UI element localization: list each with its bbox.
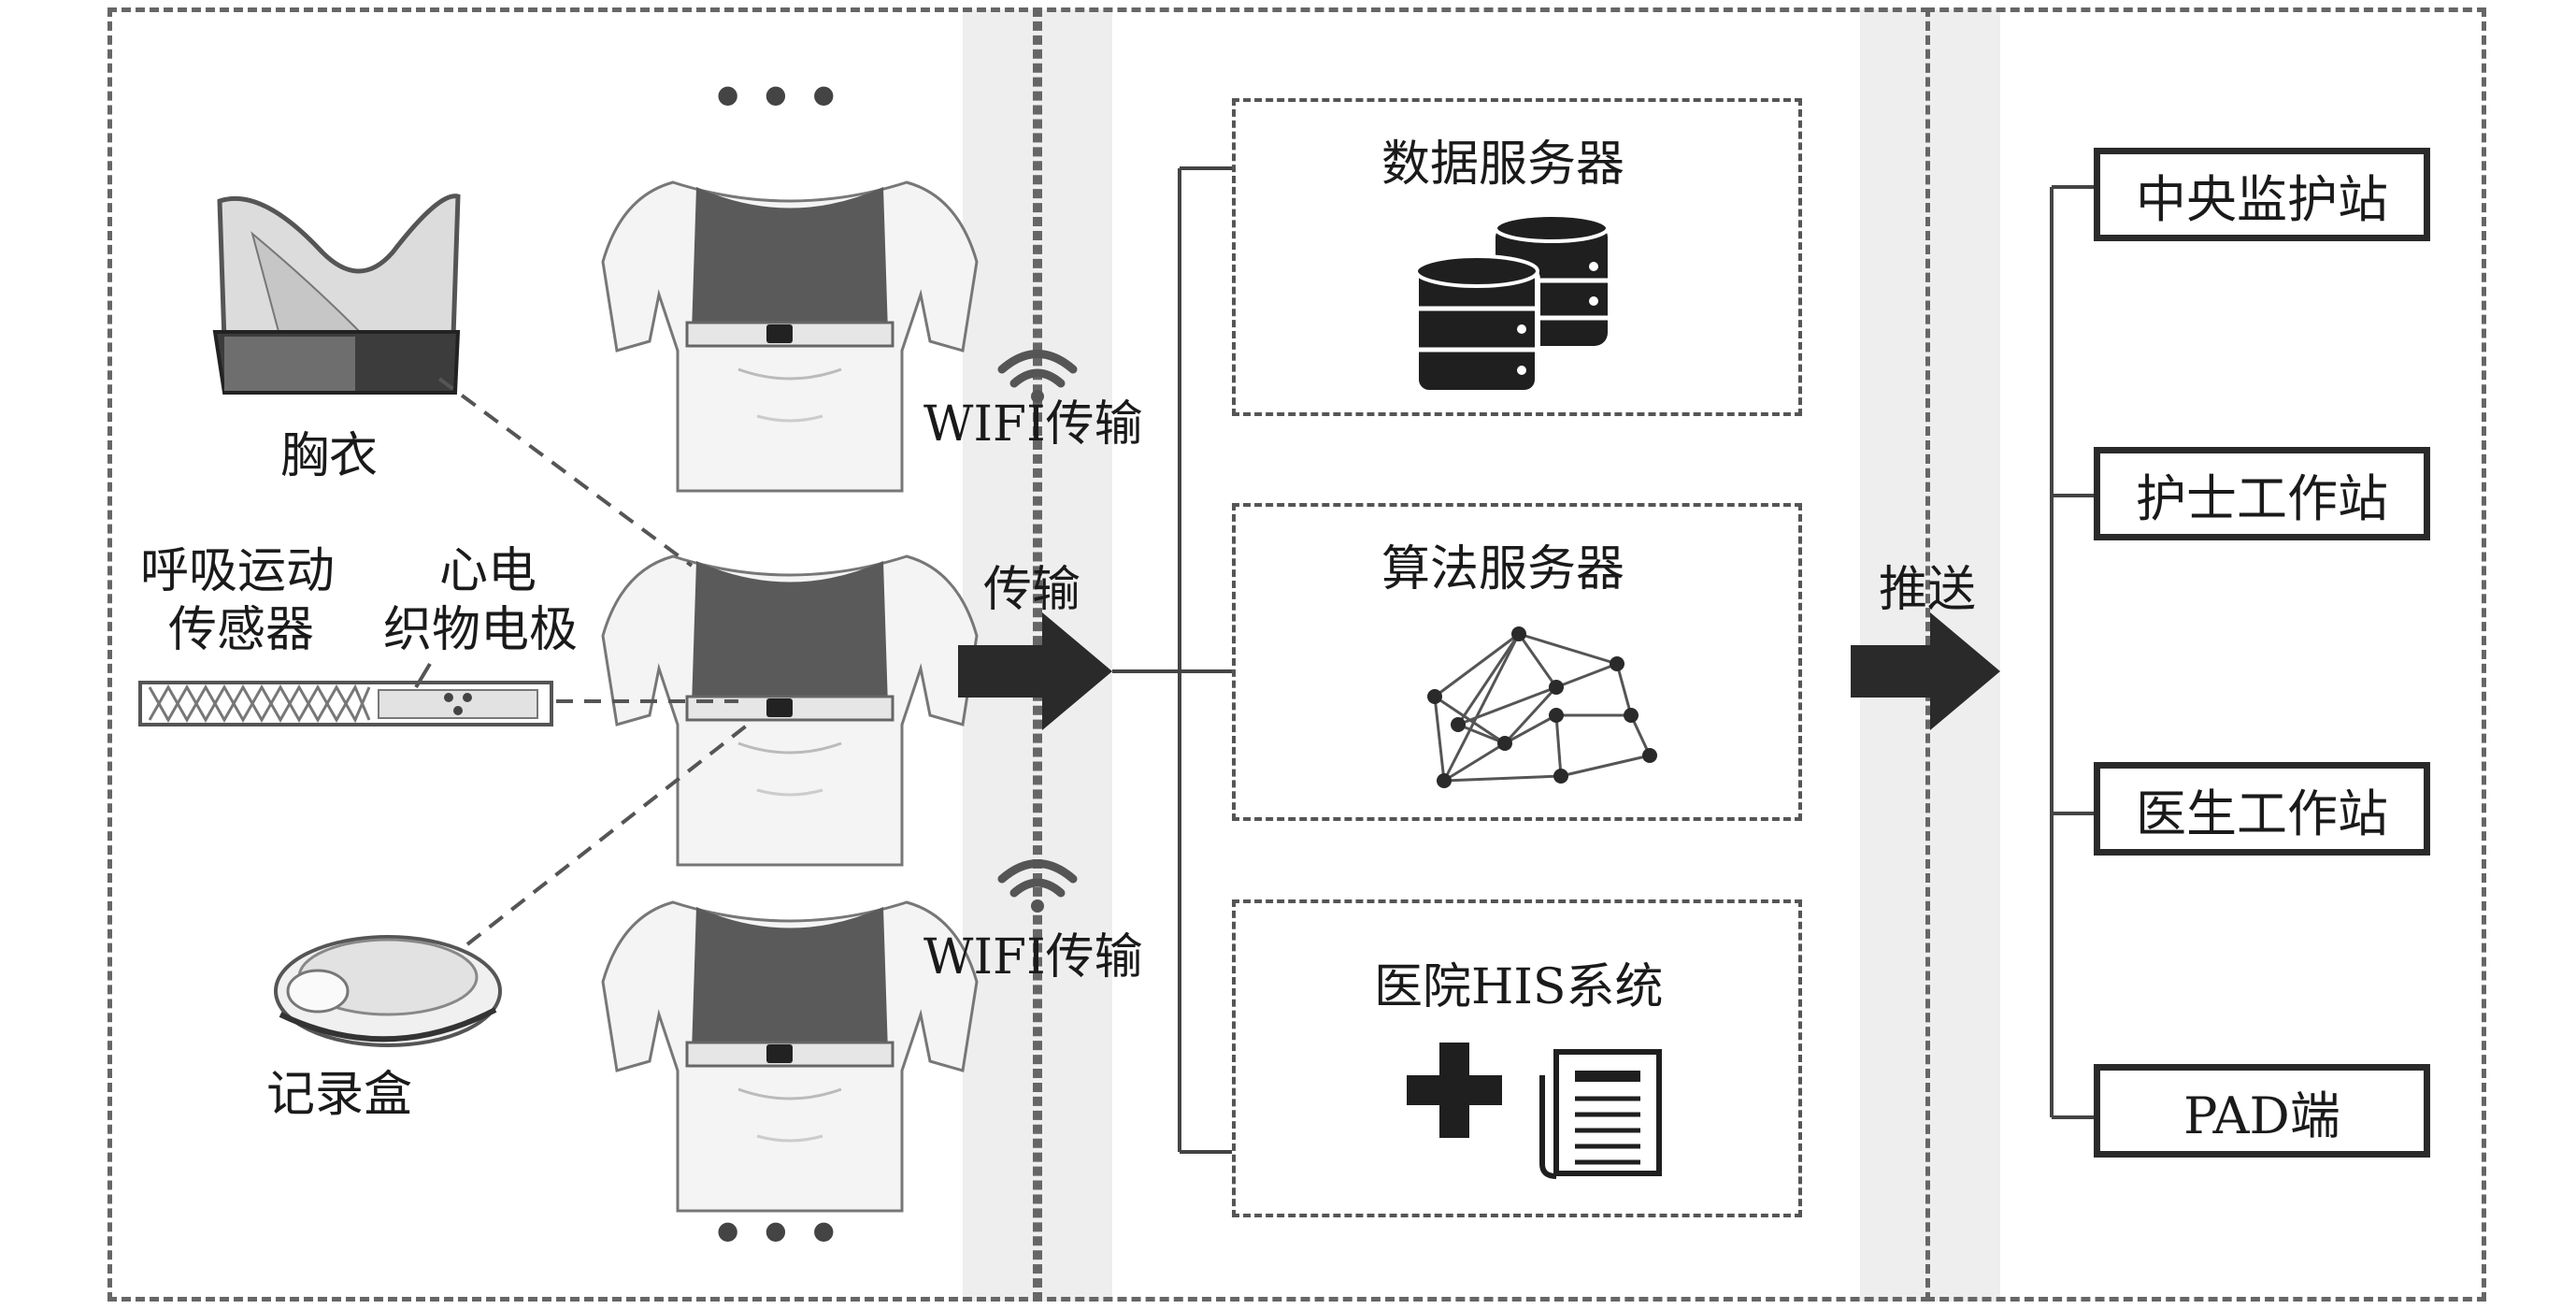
sensor-strip xyxy=(138,681,553,726)
ellipsis-bottom: ••• xyxy=(708,1196,852,1273)
vest-top xyxy=(601,180,979,493)
pad-terminal: PAD端 xyxy=(2094,1064,2430,1158)
nurse-workstation: 护士工作站 xyxy=(2094,447,2430,540)
bra-label: 胸衣 xyxy=(280,428,379,484)
wifi-icon-bottom xyxy=(997,859,1078,913)
sensor-label-line2: 传感器 xyxy=(168,602,315,658)
vest-bottom xyxy=(601,900,979,1213)
bra-illustration xyxy=(212,194,461,395)
wifi-label-bottom: WIFI传输 xyxy=(923,929,1143,985)
server-bracket xyxy=(1112,166,1234,1154)
wifi-label-top: WIFI传输 xyxy=(923,396,1143,453)
algorithm-server-label: 算法服务器 xyxy=(1381,541,1625,597)
component-connectors xyxy=(414,377,750,946)
vest-middle xyxy=(601,554,979,867)
sensor-label-line1: 呼吸运动 xyxy=(140,543,336,599)
transfer-label: 传输 xyxy=(983,562,1081,618)
recorder-box xyxy=(274,935,502,1047)
recorder-label: 记录盒 xyxy=(266,1067,413,1123)
data-server-label: 数据服务器 xyxy=(1381,137,1625,193)
central-monitor-station: 中央监护站 xyxy=(2094,148,2430,241)
electrode-label-line2: 织物电极 xyxy=(383,602,579,658)
ellipsis-top: ••• xyxy=(708,60,852,137)
wifi-icon-top xyxy=(997,350,1078,403)
electrode-label-line1: 心电 xyxy=(439,543,537,599)
transfer-arrow xyxy=(958,612,1112,730)
terminal-bracket xyxy=(2050,185,2098,1119)
his-system-label: 医院HIS系统 xyxy=(1374,959,1664,1015)
push-label: 推送 xyxy=(1879,562,1977,618)
his-system-box xyxy=(1232,899,1802,1217)
doctor-workstation: 医生工作站 xyxy=(2094,762,2430,856)
push-arrow xyxy=(1851,612,2000,730)
